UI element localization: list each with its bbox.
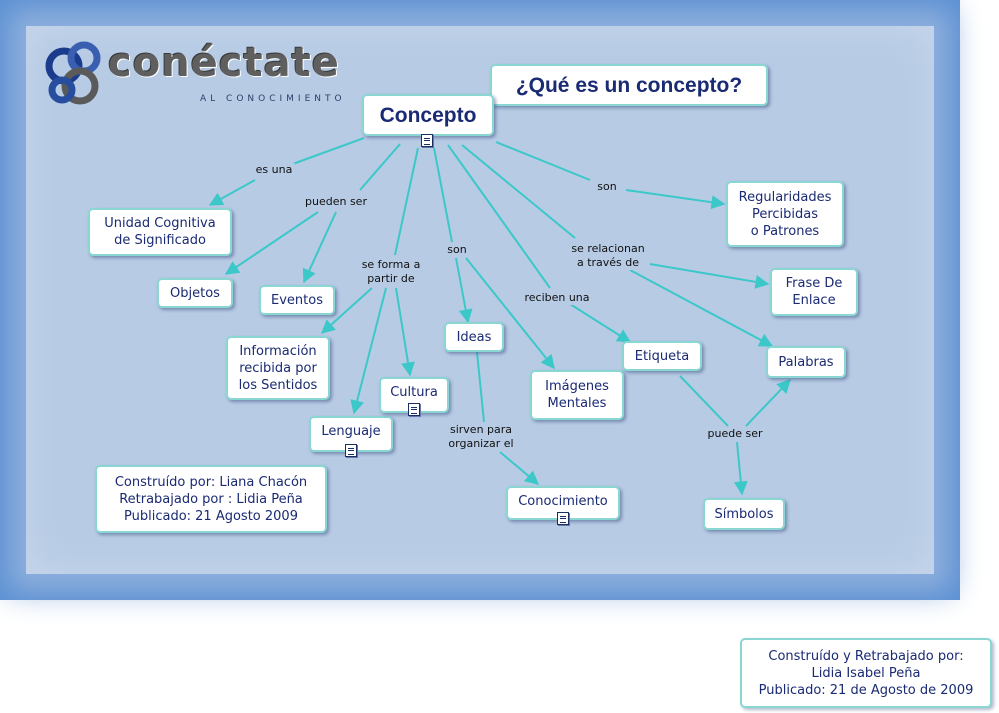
link-reciben-etiqueta	[569, 303, 632, 343]
link-serelacionan-frase	[649, 263, 770, 289]
link-puedenser-eventos	[302, 211, 337, 284]
link-concepto-esuna	[289, 137, 365, 166]
link-concepto-son2	[495, 141, 591, 181]
link-seforma-lenguaje	[350, 287, 387, 415]
link-puedenser-objetos	[224, 211, 319, 275]
concept-palabras[interactable]: Palabras	[766, 346, 846, 378]
linking-phrase-se-forma: se forma a partir de	[359, 258, 423, 286]
map-frame: conéctate AL CONOCIMIENTO ¿Qué es un con…	[0, 0, 960, 600]
linking-phrase-reciben-una: reciben una	[522, 291, 592, 305]
concept-regularidades[interactable]: Regularidades Percibidas o Patrones	[726, 181, 844, 247]
link-son1-imagenes	[465, 257, 555, 370]
link-sirvenpara-conocimiento	[499, 451, 540, 485]
conectate-rings-logo	[45, 41, 101, 105]
linking-phrase-se-relacionan: se relacionan a través de	[569, 242, 647, 270]
link-serelacionan-palabras	[629, 269, 774, 347]
link-concepto-serelacionan	[461, 144, 576, 239]
linking-phrase-son-regularidades: son	[595, 180, 619, 194]
concept-concepto[interactable]: Concepto	[362, 94, 494, 136]
link-concepto-seforma	[394, 147, 419, 256]
link-concepto-reciben	[447, 144, 551, 289]
concept-objetos[interactable]: Objetos	[157, 278, 233, 308]
linking-phrase-puede-ser: puede ser	[705, 427, 765, 441]
footer-credit-box: Construído y Retrabajado por: Lidia Isab…	[740, 638, 992, 708]
resource-document-icon[interactable]	[557, 512, 569, 525]
logo-tagline: AL CONOCIMIENTO	[200, 94, 346, 104]
linking-phrase-sirven-para: sirven para organizar el	[446, 423, 516, 451]
concept-simbolos[interactable]: Símbolos	[703, 498, 785, 530]
linking-phrase-pueden-ser: pueden ser	[303, 195, 369, 209]
link-lines	[208, 137, 791, 496]
resource-document-icon[interactable]	[408, 403, 420, 416]
link-concepto-puedenser	[359, 143, 401, 191]
concept-informacion[interactable]: Información recibida por los Sentidos	[226, 336, 330, 400]
map-title: ¿Qué es un concepto?	[490, 64, 768, 106]
link-son2-regularidades	[625, 189, 726, 210]
concept-imagenes-mentales[interactable]: Imágenes Mentales	[530, 370, 624, 420]
link-esuna-unidad	[208, 179, 256, 206]
resource-document-icon[interactable]	[421, 134, 433, 147]
link-seforma-informacion	[320, 287, 373, 334]
credit-box[interactable]: Construído por: Liana Chacón Retrabajado…	[95, 465, 327, 533]
concept-ideas[interactable]: Ideas	[444, 322, 504, 352]
conectate-logo: conéctate AL CONOCIMIENTO	[40, 36, 360, 116]
link-concepto-son1	[433, 147, 453, 243]
linking-phrase-es-una: es una	[253, 163, 295, 177]
link-seforma-cultura	[395, 287, 415, 377]
link-son1-ideas	[455, 257, 473, 324]
concept-frase-de-enlace[interactable]: Frase De Enlace	[770, 268, 858, 316]
resource-document-icon[interactable]	[345, 444, 357, 457]
linking-phrase-son-ideas: son	[445, 243, 469, 257]
link-etiqueta-puedeser	[679, 375, 729, 427]
concept-eventos[interactable]: Eventos	[259, 285, 335, 315]
concept-etiqueta[interactable]: Etiqueta	[622, 341, 702, 371]
logo-wordmark: conéctate	[108, 40, 340, 86]
link-ideas-sirvenpara	[476, 351, 485, 423]
concept-conocimiento[interactable]: Conocimiento	[506, 486, 620, 520]
concept-lenguaje[interactable]: Lenguaje	[309, 416, 393, 452]
link-puedeser-simbolos	[733, 441, 748, 496]
link-puedeser-palabras	[745, 378, 791, 427]
concept-unidad-cognitiva[interactable]: Unidad Cognitiva de Significado	[88, 208, 232, 256]
